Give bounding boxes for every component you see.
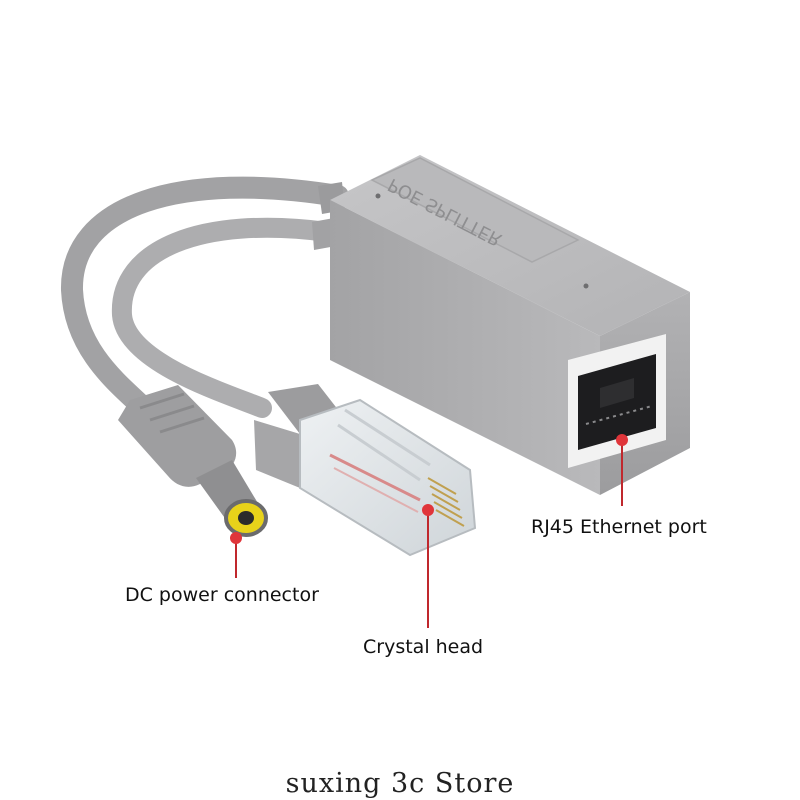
crystal-head-body: [299, 398, 477, 557]
dc-power-plug: [118, 385, 268, 537]
crystal-head-wires: [329, 453, 421, 502]
rj45-plug: [254, 384, 477, 557]
rj45-port-pins: [585, 405, 653, 425]
cables: [60, 176, 349, 423]
crystal-head-label: Crystal head: [363, 636, 484, 658]
crystal-head-contacts: [427, 477, 465, 527]
housing-imprint-band: [370, 157, 580, 263]
callout-pointers: [230, 434, 628, 628]
front-cable: [111, 217, 338, 418]
dc-plug-boot: [118, 385, 237, 487]
rj45-port-label: RJ45 Ethernet port: [531, 516, 707, 538]
rj45-pointer-dot: [616, 434, 628, 446]
rj45-port: [568, 334, 666, 468]
crystal-pointer-dot: [422, 504, 434, 516]
housing-side: [330, 200, 600, 495]
rear-cable-loop: [60, 176, 349, 423]
dc-connector-label: DC power connector: [125, 584, 319, 606]
store-watermark: suxing 3c Store: [285, 768, 515, 799]
dc-pointer-dot: [230, 532, 242, 544]
